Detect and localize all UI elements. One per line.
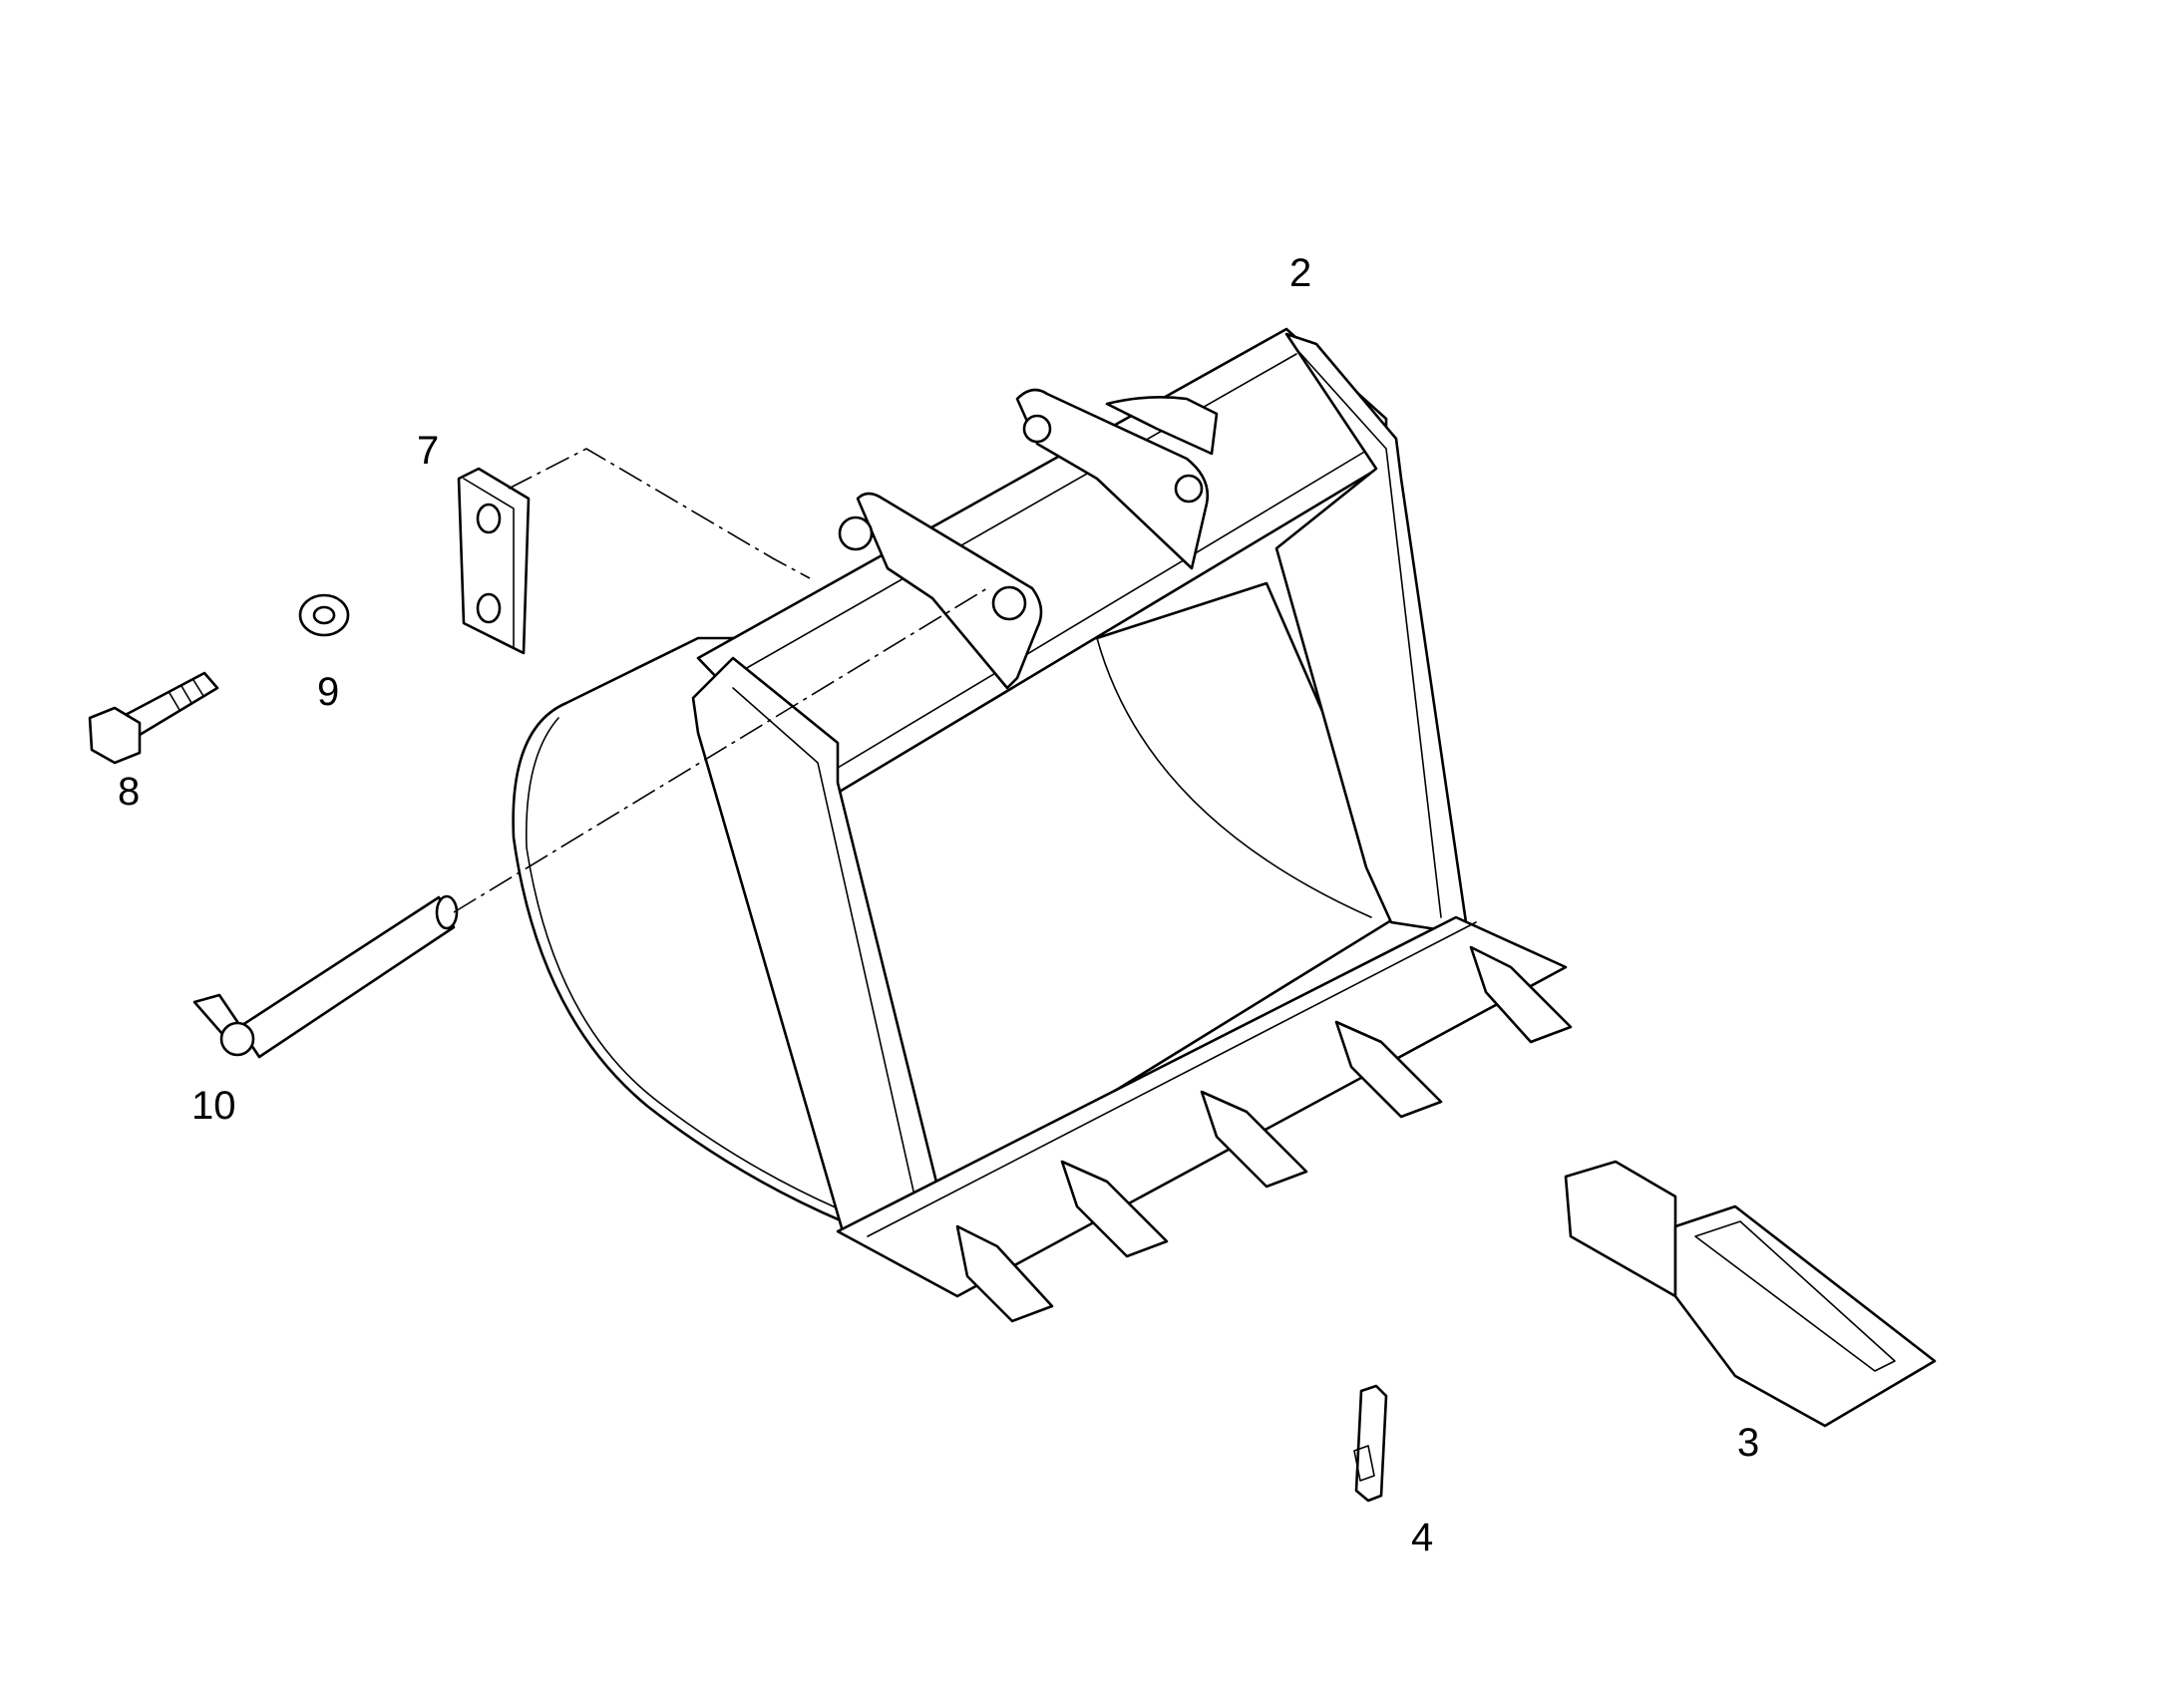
leader-pin-to-ear: [453, 587, 988, 913]
part-8-bolt: [88, 671, 219, 765]
callout-3: 3: [1737, 1421, 1759, 1465]
callout-4: 4: [1411, 1516, 1433, 1559]
bucket-right-side-plate-edge: [1295, 348, 1442, 918]
callout-10: 10: [191, 1084, 236, 1128]
callout-9: 9: [317, 670, 339, 714]
bucket-ear-hole-left: [838, 515, 874, 551]
bucket-ear-hole-right-inner: [1174, 474, 1204, 504]
bucket-teeth: [955, 945, 1573, 1323]
part-9-washer: [298, 593, 350, 637]
bucket-mounting-ear-right: [1015, 388, 1210, 570]
part-7-plate: [457, 467, 531, 655]
pin-retainer-body: [1354, 1384, 1388, 1503]
plate-hole-bottom: [476, 592, 502, 624]
part-10-pivot-pin: [192, 894, 459, 1059]
callout-7: 7: [417, 429, 439, 473]
pivot-pin-end: [435, 894, 459, 930]
pivot-pin-head: [219, 1021, 255, 1057]
callout-2: 2: [1289, 251, 1311, 295]
leader-plate-to-ear: [508, 448, 811, 579]
tooth-body: [1673, 1204, 1937, 1428]
part-4-pin-retainer: [1353, 1384, 1388, 1503]
bucket-ear-hole-right: [1022, 414, 1052, 444]
bucket-tooth-5: [1469, 945, 1573, 1044]
bucket-tooth-1: [955, 1224, 1054, 1323]
bucket-tooth-3: [1200, 1090, 1308, 1189]
bucket-cutting-edge: [836, 915, 1568, 1298]
bucket-tooth-2: [1060, 1160, 1169, 1258]
callout-8: 8: [118, 770, 140, 814]
washer-inner: [312, 605, 336, 625]
plate-body: [457, 467, 531, 655]
bucket-hinge-boss: [1105, 396, 1219, 456]
bucket-left-side-plate-edge: [732, 687, 923, 1232]
bucket-assembly: [512, 327, 1568, 1298]
bucket-cutting-edge-line: [867, 921, 1477, 1237]
bucket-mounting-ear-left: [856, 492, 1043, 690]
bucket-shell-inner-curve: [525, 717, 839, 1209]
pin-retainer-clip: [1353, 1445, 1375, 1482]
part-3-tooth: [1564, 1160, 1937, 1428]
plate-hole-top: [476, 503, 502, 534]
bucket-ear-hole-left-inner: [991, 585, 1027, 621]
plate-edge: [463, 478, 515, 649]
bucket-floor-curve: [1096, 637, 1372, 918]
bolt-head: [88, 706, 142, 765]
tooth-ridge: [1694, 1220, 1896, 1372]
bucket-tooth-4: [1334, 1020, 1443, 1119]
pivot-pin-shaft: [237, 895, 456, 1059]
tooth-adapter: [1564, 1160, 1677, 1298]
bolt-thread: [169, 679, 204, 711]
